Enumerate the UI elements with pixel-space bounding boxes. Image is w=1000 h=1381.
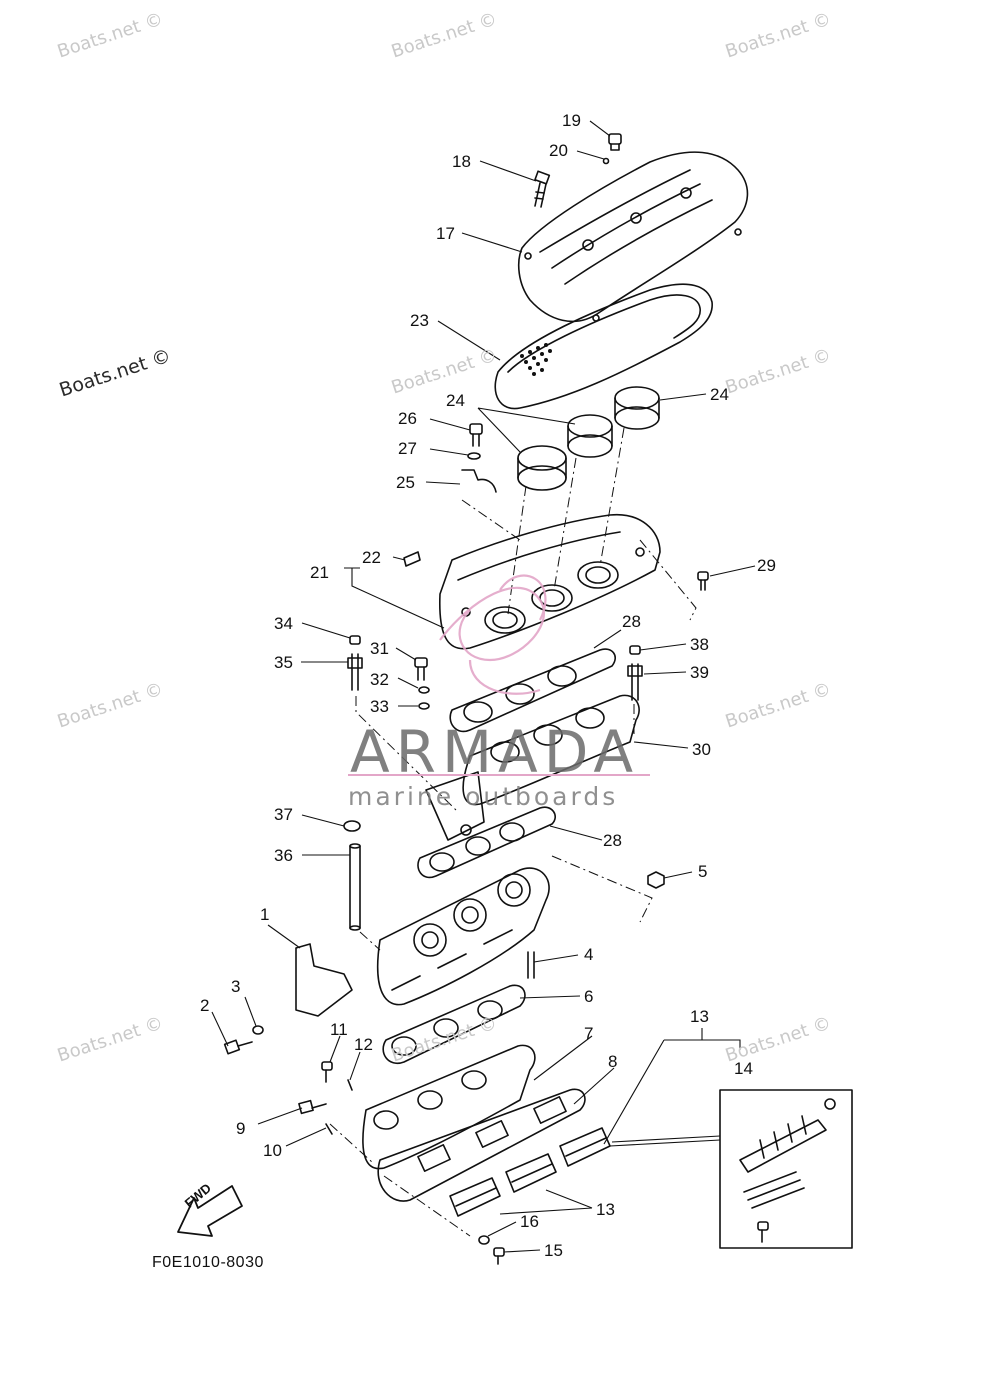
callout-24b: 24 xyxy=(710,385,729,404)
callout-8: 8 xyxy=(608,1052,618,1071)
callout-3: 3 xyxy=(231,977,241,996)
callout-34: 34 xyxy=(274,614,293,633)
part-36-pipe xyxy=(349,843,361,931)
callout-18: 18 xyxy=(452,152,471,171)
callout-25: 25 xyxy=(396,473,415,492)
callout-13b: 13 xyxy=(596,1200,615,1219)
part-30-manifold xyxy=(425,694,640,841)
part-25-clamp xyxy=(461,469,497,493)
brand-tagline: marine outboards xyxy=(348,782,619,811)
part-16-washer xyxy=(478,1235,490,1245)
part-3-washer xyxy=(252,1025,264,1035)
part-19-plug xyxy=(608,133,622,151)
part-18-bolt xyxy=(534,170,551,208)
callout-10: 10 xyxy=(263,1141,282,1160)
part-37-clip xyxy=(343,820,361,832)
callout-16: 16 xyxy=(520,1212,539,1231)
callout-5: 5 xyxy=(698,862,708,881)
callout-23: 23 xyxy=(410,311,429,330)
part-23-plate xyxy=(494,283,713,410)
callout-26: 26 xyxy=(398,409,417,428)
brand-divider xyxy=(348,774,650,776)
part-14-detail-box xyxy=(719,1089,853,1249)
leader-lines xyxy=(211,120,756,1253)
part-38-39-sensor xyxy=(627,645,643,701)
armada-logo-mark xyxy=(439,574,547,695)
part-28-gasket-lower xyxy=(417,806,556,879)
callout-20: 20 xyxy=(549,141,568,160)
callout-17: 17 xyxy=(436,224,455,243)
part-24-sleeves xyxy=(517,386,660,491)
part-15-screw xyxy=(493,1247,505,1265)
callout-12: 12 xyxy=(354,1035,373,1054)
callout-6: 6 xyxy=(584,987,594,1006)
fwd-arrow xyxy=(177,1185,243,1237)
part-6-gasket xyxy=(382,984,526,1065)
callout-29: 29 xyxy=(757,556,776,575)
callout-38: 38 xyxy=(690,635,709,654)
part-33-washer xyxy=(418,702,430,710)
part-20-washer xyxy=(602,157,610,165)
callout-33: 33 xyxy=(370,697,389,716)
callout-21: 21 xyxy=(310,563,329,582)
callout-30: 30 xyxy=(692,740,711,759)
callout-2: 2 xyxy=(200,996,210,1015)
part-4-stud xyxy=(527,951,535,979)
part-5-nut xyxy=(647,871,665,889)
callout-11: 11 xyxy=(330,1020,348,1039)
callout-4: 4 xyxy=(584,945,594,964)
part-27-washer xyxy=(467,452,481,460)
part-32-washer xyxy=(418,686,430,694)
callout-27: 27 xyxy=(398,439,417,458)
part-7-manifold xyxy=(362,1044,536,1170)
callout-28a: 28 xyxy=(622,612,641,631)
part-9-bolt xyxy=(298,1099,327,1115)
callout-31: 31 xyxy=(370,639,389,658)
callout-19: 19 xyxy=(562,111,581,130)
part-31-bolt xyxy=(414,657,428,681)
carburetor-assembly xyxy=(376,867,550,1006)
part-12-pin xyxy=(347,1079,353,1091)
part-2-bolt xyxy=(223,1039,253,1055)
callout-39: 39 xyxy=(690,663,709,682)
part-17-cover xyxy=(517,151,749,323)
callout-14: 14 xyxy=(734,1059,753,1078)
callout-13a: 13 xyxy=(690,1007,709,1026)
part-8-plate xyxy=(377,1088,586,1202)
callout-28b: 28 xyxy=(603,831,622,850)
callout-24a: 24 xyxy=(446,391,465,410)
part-26-bolt xyxy=(469,423,483,447)
callout-7: 7 xyxy=(584,1024,594,1043)
callout-32: 32 xyxy=(370,670,389,689)
part-10-pin xyxy=(325,1123,333,1135)
callout-22: 22 xyxy=(362,548,381,567)
part-34-35-sensor xyxy=(347,635,363,691)
part-21-head xyxy=(439,513,661,650)
part-11-bolt xyxy=(321,1061,333,1083)
callout-15: 15 xyxy=(544,1241,563,1260)
callout-9: 9 xyxy=(236,1119,246,1138)
center-lines xyxy=(329,427,697,1237)
callout-35: 35 xyxy=(274,653,293,672)
part-13-reeds xyxy=(449,1127,611,1217)
callout-36: 36 xyxy=(274,846,293,865)
part-1-bracket xyxy=(295,943,353,1017)
callout-1: 1 xyxy=(260,905,270,924)
part-22-fitting xyxy=(403,551,421,567)
part-29-bolt xyxy=(697,571,709,591)
diagram-code: F0E1010-8030 xyxy=(152,1254,264,1271)
callout-37: 37 xyxy=(274,805,293,824)
